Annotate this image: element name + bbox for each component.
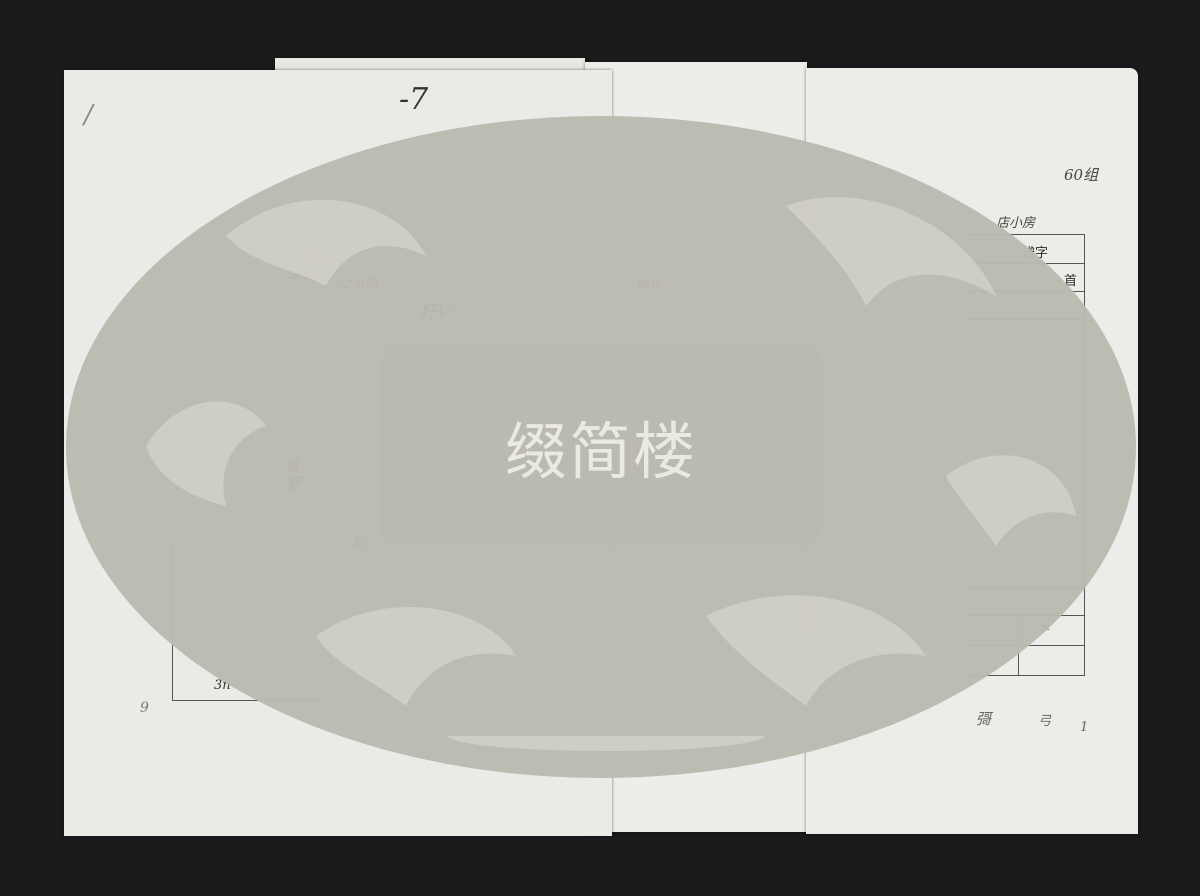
column-label: 辨字 [1022, 246, 1049, 261]
header-number: -7 [399, 82, 429, 117]
form-grid [172, 540, 323, 701]
watermark-text: 缀简楼 [504, 415, 697, 488]
page-fragment: 辨析 [637, 278, 664, 293]
entry-char: 手 [1036, 622, 1050, 637]
sheet-number: 60组 [1064, 166, 1099, 184]
document-page-right: 60组 店小房 辨字 首 手 彁 弓 1 [806, 68, 1138, 834]
column-label: 字头 [288, 270, 315, 285]
entry-char: 彁 [976, 710, 992, 728]
column-label: 首 [1064, 274, 1078, 289]
watermark-label: 缀简楼 [380, 346, 822, 546]
column-label: 本集 [300, 250, 327, 265]
entry-char: 取 [351, 534, 367, 552]
column-label: 文页码 [340, 278, 380, 293]
entry-char: 弓 [1038, 714, 1052, 729]
form-grid [966, 234, 1085, 676]
page-mark: / [84, 100, 93, 130]
entry-char: 1 [1080, 720, 1089, 735]
margin-note: 9 [140, 700, 149, 716]
heading-note: 店小房 [996, 216, 1036, 231]
entry-char: 杆V [419, 302, 450, 323]
entry-char: 管 [286, 474, 303, 493]
